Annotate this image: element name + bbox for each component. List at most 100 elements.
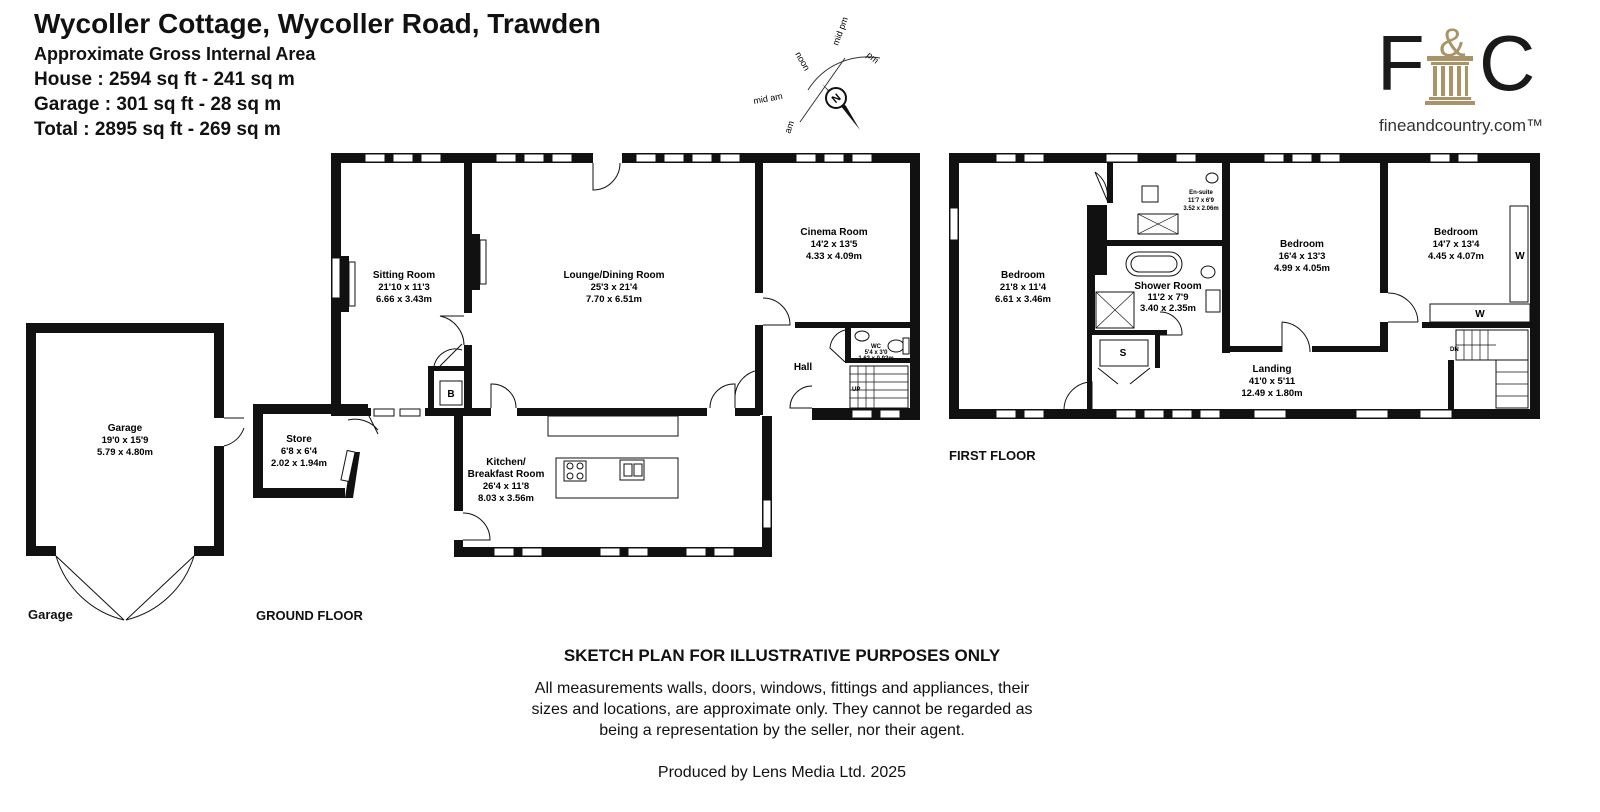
compass-am-label: am [782, 120, 796, 135]
stairs-down-label: DN [1450, 347, 1459, 353]
toilet-icon [887, 339, 905, 353]
first-floor-windows [949, 153, 1479, 419]
ground-floor-stairs: UP [849, 365, 909, 409]
wardrobe-right [1509, 205, 1529, 303]
ground-floor-windows [331, 153, 901, 557]
logo-website: fineandcountry.com™ [1379, 116, 1544, 135]
svg-text:Garage: Garage [108, 423, 143, 434]
svg-text:12.49 x 1.80m: 12.49 x 1.80m [1241, 388, 1302, 399]
logo-letter-f: F [1377, 19, 1425, 107]
svg-text:4.99 x 4.05m: 4.99 x 4.05m [1274, 263, 1330, 274]
ground-floor-doors [347, 162, 846, 541]
garage-plan [26, 323, 245, 621]
shower-room-basin-icon [1205, 289, 1221, 313]
svg-text:En-suite: En-suite [1189, 190, 1213, 196]
svg-text:11'2 x 7'9: 11'2 x 7'9 [1148, 292, 1189, 303]
svg-text:6'8 x 6'4: 6'8 x 6'4 [281, 446, 318, 457]
kitchen-fittings [547, 415, 679, 499]
disclaimer-line-2: sizes and locations, are approximate onl… [531, 701, 1033, 718]
svg-text:3.52 x 2.06m: 3.52 x 2.06m [1183, 206, 1218, 212]
fireplace-sitting-room [341, 256, 356, 312]
compass-noon-label: noon [793, 50, 812, 72]
svg-text:Bedroom: Bedroom [1280, 239, 1324, 250]
svg-text:21'8 x 11'4: 21'8 x 11'4 [1000, 282, 1047, 293]
wc-fittings [854, 330, 910, 355]
first-floor-fittings: W W S [1095, 172, 1531, 367]
ensuite-toilet-icon [1205, 172, 1219, 184]
svg-text:4.33 x 4.09m: 4.33 x 4.09m [806, 251, 862, 262]
storage-marker: S [1120, 348, 1127, 359]
first-floor-doors [1063, 171, 1419, 411]
logo-letter-c: C [1479, 19, 1535, 107]
svg-text:WC: WC [871, 344, 882, 350]
room-label-wc: WC 5'4 x 3'0 1.62 x 0.92m [858, 344, 893, 362]
wardrobe-marker-1: W [1515, 251, 1525, 262]
svg-text:Lounge/Dining Room: Lounge/Dining Room [563, 270, 664, 281]
svg-text:6.61 x 3.46m: 6.61 x 3.46m [995, 294, 1051, 305]
room-label-cinema-room: Cinema Room 14'2 x 13'5 4.33 x 4.09m [800, 227, 867, 262]
fine-and-country-logo: F & C [1377, 19, 1535, 107]
house-area: House : 2594 sq ft - 241 sq m [34, 69, 295, 90]
storage-cupboard [1099, 339, 1149, 367]
room-label-bedroom-1: Bedroom 21'8 x 11'4 6.61 x 3.46m [995, 270, 1051, 305]
svg-text:Breakfast Room: Breakfast Room [468, 469, 545, 480]
room-label-bedroom-2: Bedroom 16'4 x 13'3 4.99 x 4.05m [1274, 239, 1330, 274]
svg-text:1.62 x 0.92m: 1.62 x 0.92m [858, 356, 893, 362]
svg-text:2.02 x 1.94m: 2.02 x 1.94m [271, 458, 327, 469]
svg-text:5.79 x 4.80m: 5.79 x 4.80m [97, 447, 153, 458]
svg-text:Sitting Room: Sitting Room [373, 270, 435, 281]
svg-text:Store: Store [286, 434, 312, 445]
svg-text:Bedroom: Bedroom [1434, 227, 1478, 238]
room-label-store: Store 6'8 x 6'4 2.02 x 1.94m [271, 434, 327, 469]
svg-text:4.45 x 4.07m: 4.45 x 4.07m [1428, 251, 1484, 262]
first-floor-label: FIRST FLOOR [949, 448, 1036, 463]
room-label-lounge: Lounge/Dining Room 25'3 x 21'4 7.70 x 6.… [563, 270, 664, 305]
svg-text:6.66 x 3.43m: 6.66 x 3.43m [376, 294, 432, 305]
plan-title: Wycoller Cottage, Wycoller Road, Trawden [34, 8, 601, 39]
stairs-up-label: UP [852, 387, 860, 393]
svg-text:Hall: Hall [794, 362, 813, 373]
disclaimer-title: SKETCH PLAN FOR ILLUSTRATIVE PURPOSES ON… [563, 646, 1001, 665]
svg-text:14'7 x 13'4: 14'7 x 13'4 [1433, 239, 1480, 250]
garage-area: Garage : 301 sq ft - 28 sq m [34, 94, 282, 115]
svg-text:Kitchen/: Kitchen/ [486, 457, 526, 468]
compass: N noon mid pm pm mid am am [753, 16, 881, 135]
room-label-shower-room: Shower Room 11'2 x 7'9 3.40 x 2.35m [1134, 281, 1201, 314]
svg-text:21'10 x 11'3: 21'10 x 11'3 [378, 282, 430, 293]
room-label-garage: Garage 19'0 x 15'9 5.79 x 4.80m [97, 423, 153, 458]
fireplace-lounge [472, 234, 487, 290]
shower-room-toilet-icon [1200, 265, 1216, 279]
disclaimer-text: All measurements walls, doors, windows, … [482, 678, 1082, 741]
compass-pm-label: pm [865, 50, 881, 66]
svg-text:25'3 x 21'4: 25'3 x 21'4 [591, 282, 638, 293]
disclaimer-line-1: All measurements walls, doors, windows, … [534, 680, 1030, 697]
compass-midam-label: mid am [753, 91, 784, 106]
wardrobe-marker-2: W [1475, 309, 1485, 320]
area-label: Approximate Gross Internal Area [34, 44, 316, 64]
kitchen-worktop [547, 415, 679, 437]
room-label-hall: Hall [794, 362, 813, 373]
boiler-box [439, 380, 463, 406]
svg-text:41'0 x 5'11: 41'0 x 5'11 [1249, 376, 1296, 387]
svg-text:3.40 x 2.35m: 3.40 x 2.35m [1140, 303, 1196, 314]
room-label-sitting-room: Sitting Room 21'10 x 11'3 6.66 x 3.43m [373, 270, 435, 305]
svg-text:7.70 x 6.51m: 7.70 x 6.51m [586, 294, 642, 305]
compass-arc [807, 56, 881, 91]
svg-text:Bedroom: Bedroom [1001, 270, 1045, 281]
total-area: Total : 2895 sq ft - 269 sq m [34, 119, 281, 140]
room-label-landing: Landing 41'0 x 5'11 12.49 x 1.80m [1241, 364, 1302, 399]
room-label-ensuite: En-suite 11'7 x 6'9 3.52 x 2.06m [1183, 190, 1218, 212]
first-floor-walls [949, 153, 1540, 419]
boiler-marker: B [447, 389, 454, 400]
garage-floor-label: Garage [28, 607, 73, 622]
svg-text:Cinema Room: Cinema Room [800, 227, 867, 238]
room-label-bedroom-3: Bedroom 14'7 x 13'4 4.45 x 4.07m [1428, 227, 1484, 262]
room-label-kitchen: Kitchen/ Breakfast Room 26'4 x 11'8 8.03… [468, 457, 545, 504]
svg-text:8.03 x 3.56m: 8.03 x 3.56m [478, 493, 534, 504]
svg-text:5'4 x 3'0: 5'4 x 3'0 [865, 350, 889, 356]
wardrobe-bottom [1429, 303, 1531, 323]
svg-text:Shower Room: Shower Room [1134, 281, 1201, 292]
wc-basin-icon [854, 330, 870, 342]
compass-midpm-label: mid pm [830, 16, 849, 47]
